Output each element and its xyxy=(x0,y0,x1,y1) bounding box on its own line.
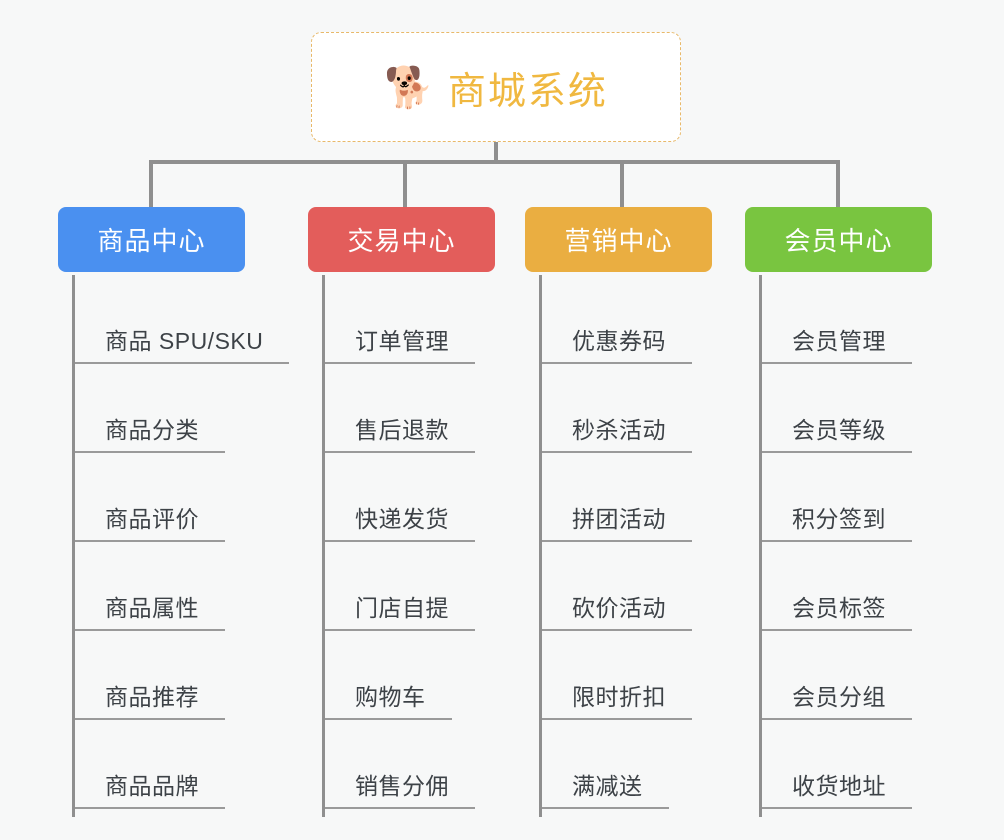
category-header-3-label: 营销中心 xyxy=(564,226,673,256)
leaf-label: 秒杀活动 xyxy=(542,411,692,453)
leaf-label: 商品评价 xyxy=(75,500,225,542)
leaf-label: 积分签到 xyxy=(762,500,912,542)
leaf-label: 商品分类 xyxy=(75,411,225,453)
leaf-trunk-3 xyxy=(539,275,542,817)
category-header-2[interactable]: 交易中心 xyxy=(308,207,495,272)
list-item[interactable]: 商品分类 xyxy=(72,364,308,453)
list-item[interactable]: 会员标签 xyxy=(759,542,965,631)
connector-drop-1 xyxy=(149,160,153,209)
leaf-label: 砍价活动 xyxy=(542,589,692,631)
leaf-label: 销售分佣 xyxy=(325,767,475,809)
branch-column-3: 营销中心 优惠券码 秒杀活动 拼团活动 砍价活动 限时折扣 满减送 xyxy=(525,207,745,817)
leaf-label: 会员分组 xyxy=(762,678,912,720)
leaf-label: 快递发货 xyxy=(325,500,475,542)
root-node[interactable]: 🐕 商城系统 xyxy=(311,32,681,142)
leaf-label: 商品属性 xyxy=(75,589,225,631)
category-header-3[interactable]: 营销中心 xyxy=(525,207,712,272)
list-item[interactable]: 收货地址 xyxy=(759,720,965,809)
list-item[interactable]: 商品推荐 xyxy=(72,631,308,720)
list-item[interactable]: 商品属性 xyxy=(72,542,308,631)
leaf-list-2: 订单管理 售后退款 快递发货 门店自提 购物车 销售分佣 xyxy=(322,275,528,809)
list-item[interactable]: 会员等级 xyxy=(759,364,965,453)
connector-root-stem xyxy=(494,142,498,164)
leaf-trunk-4 xyxy=(759,275,762,817)
list-item[interactable]: 优惠券码 xyxy=(539,275,745,364)
branch-column-2: 交易中心 订单管理 售后退款 快递发货 门店自提 购物车 销售分佣 xyxy=(308,207,528,817)
leaf-label: 商品推荐 xyxy=(75,678,225,720)
list-item[interactable]: 商品 SPU/SKU xyxy=(72,275,308,364)
leaf-label: 商品品牌 xyxy=(75,767,225,809)
root-title: 商城系统 xyxy=(447,70,608,113)
leaf-label: 会员等级 xyxy=(762,411,912,453)
leaf-list-3: 优惠券码 秒杀活动 拼团活动 砍价活动 限时折扣 满减送 xyxy=(539,275,745,809)
list-item[interactable]: 订单管理 xyxy=(322,275,528,364)
leaf-label: 收货地址 xyxy=(762,767,912,809)
shiba-dog-icon: 🐕 xyxy=(384,65,434,111)
leaf-label: 商品 SPU/SKU xyxy=(75,322,290,364)
leaf-label: 会员标签 xyxy=(762,589,912,631)
leaf-label: 售后退款 xyxy=(325,411,475,453)
leaf-group-3: 优惠券码 秒杀活动 拼团活动 砍价活动 限时折扣 满减送 xyxy=(525,275,745,817)
leaf-trunk-2 xyxy=(322,275,325,817)
category-header-4-label: 会员中心 xyxy=(784,226,893,256)
connector-drop-2 xyxy=(403,160,407,209)
list-item[interactable]: 售后退款 xyxy=(322,364,528,453)
list-item[interactable]: 商品品牌 xyxy=(72,720,308,809)
list-item[interactable]: 限时折扣 xyxy=(539,631,745,720)
leaf-label: 满减送 xyxy=(542,767,669,809)
list-item[interactable]: 秒杀活动 xyxy=(539,364,745,453)
leaf-label: 订单管理 xyxy=(325,322,475,364)
leaf-label: 拼团活动 xyxy=(542,500,692,542)
category-header-4[interactable]: 会员中心 xyxy=(745,207,932,272)
leaf-trunk-1 xyxy=(72,275,75,817)
list-item[interactable]: 会员管理 xyxy=(759,275,965,364)
leaf-group-2: 订单管理 售后退款 快递发货 门店自提 购物车 销售分佣 xyxy=(308,275,528,817)
leaf-label: 限时折扣 xyxy=(542,678,692,720)
list-item[interactable]: 满减送 xyxy=(539,720,745,809)
category-header-2-label: 交易中心 xyxy=(347,226,456,256)
leaf-label: 会员管理 xyxy=(762,322,912,364)
category-header-1[interactable]: 商品中心 xyxy=(58,207,245,272)
list-item[interactable]: 销售分佣 xyxy=(322,720,528,809)
branch-column-4: 会员中心 会员管理 会员等级 积分签到 会员标签 会员分组 收货地址 xyxy=(745,207,965,817)
category-header-1-label: 商品中心 xyxy=(97,226,206,256)
list-item[interactable]: 积分签到 xyxy=(759,453,965,542)
leaf-group-1: 商品 SPU/SKU 商品分类 商品评价 商品属性 商品推荐 商品品牌 xyxy=(58,275,308,817)
connector-horizontal-bus xyxy=(149,160,839,164)
connector-drop-3 xyxy=(620,160,624,209)
leaf-list-4: 会员管理 会员等级 积分签到 会员标签 会员分组 收货地址 xyxy=(759,275,965,809)
list-item[interactable]: 快递发货 xyxy=(322,453,528,542)
connector-drop-4 xyxy=(836,160,840,209)
leaf-label: 购物车 xyxy=(325,678,452,720)
leaf-label: 门店自提 xyxy=(325,589,475,631)
leaf-label: 优惠券码 xyxy=(542,322,692,364)
leaf-list-1: 商品 SPU/SKU 商品分类 商品评价 商品属性 商品推荐 商品品牌 xyxy=(72,275,308,809)
list-item[interactable]: 拼团活动 xyxy=(539,453,745,542)
list-item[interactable]: 购物车 xyxy=(322,631,528,720)
list-item[interactable]: 商品评价 xyxy=(72,453,308,542)
list-item[interactable]: 门店自提 xyxy=(322,542,528,631)
list-item[interactable]: 会员分组 xyxy=(759,631,965,720)
leaf-group-4: 会员管理 会员等级 积分签到 会员标签 会员分组 收货地址 xyxy=(745,275,965,817)
list-item[interactable]: 砍价活动 xyxy=(539,542,745,631)
branch-column-1: 商品中心 商品 SPU/SKU 商品分类 商品评价 商品属性 商品推荐 商品品牌 xyxy=(58,207,308,817)
